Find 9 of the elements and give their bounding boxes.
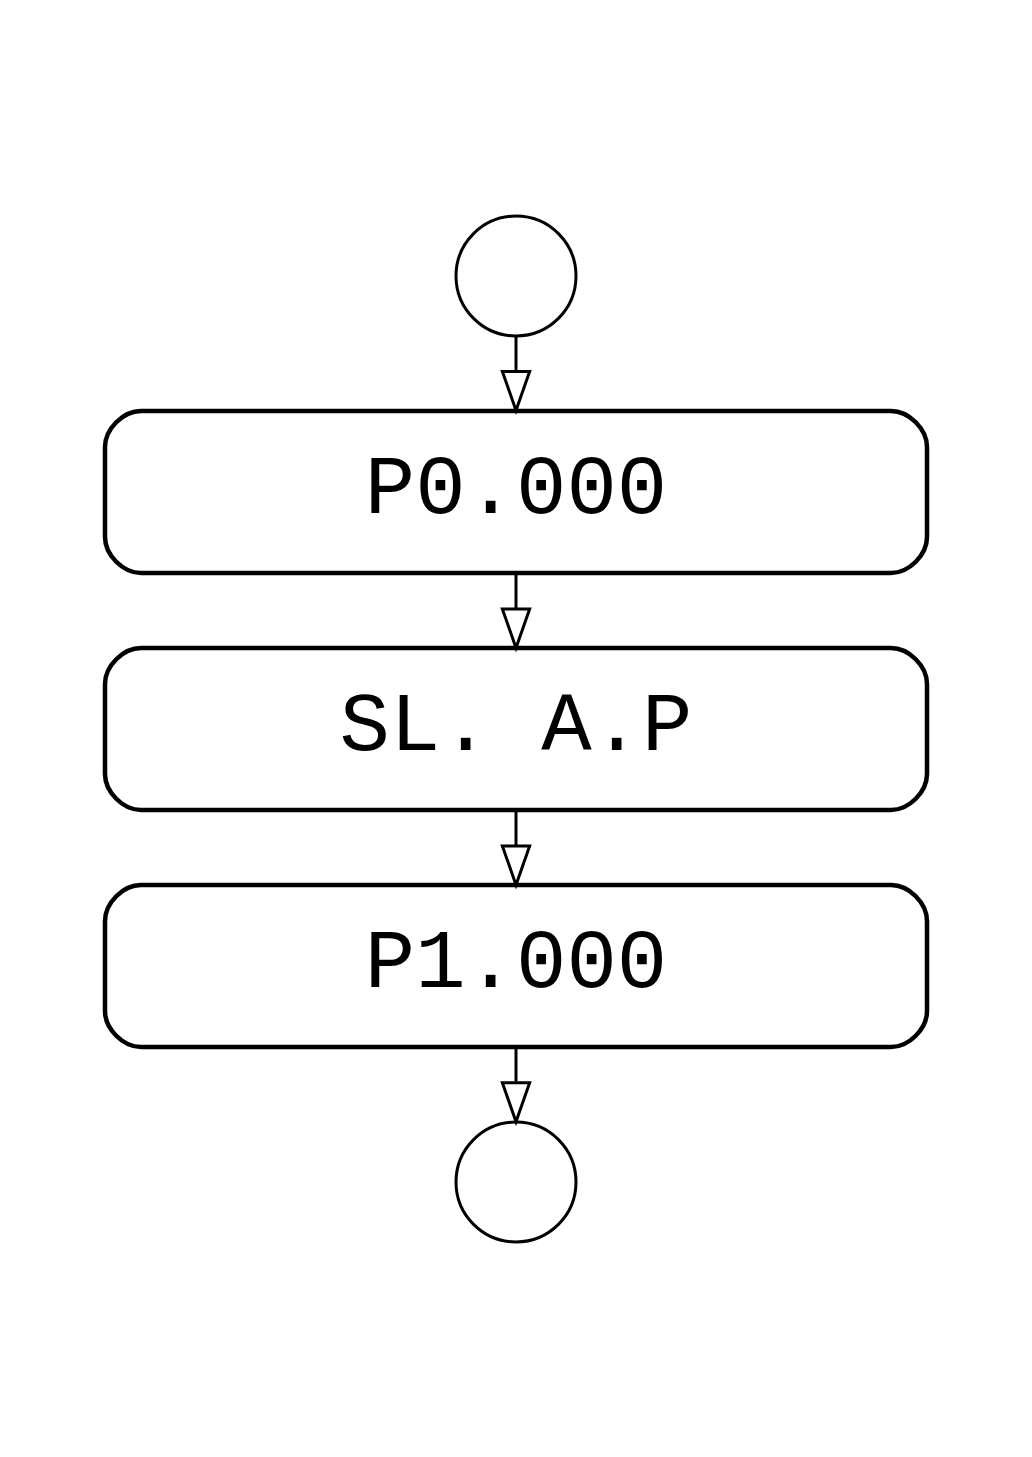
node-circle [454, 214, 578, 337]
arrow [500, 1046, 532, 1126]
arrow [500, 572, 532, 652]
arrow [500, 335, 532, 415]
node-box: SL. A.P [102, 645, 930, 812]
node-circle [454, 1120, 578, 1243]
node-box: P0.000 [102, 408, 930, 575]
node-box: P1.000 [102, 882, 930, 1049]
arrow [500, 809, 532, 889]
